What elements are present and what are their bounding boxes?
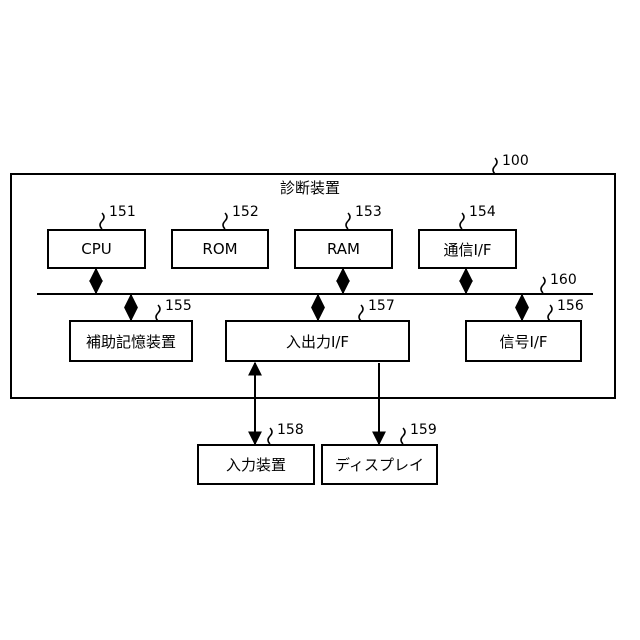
rom-label: ROM	[202, 240, 237, 258]
input-device-label: 入力装置	[226, 454, 286, 475]
leader-155	[156, 305, 160, 321]
comm-if-label: 通信I/F	[443, 239, 491, 260]
aux-storage-label: 補助記憶装置	[86, 331, 176, 352]
rom-block: ROM	[171, 229, 269, 269]
leader-156	[548, 305, 552, 321]
display-label: ディスプレイ	[335, 454, 424, 475]
ref-160: 160	[550, 272, 577, 288]
ref-154: 154	[469, 204, 496, 220]
display-block: ディスプレイ	[321, 444, 438, 485]
cpu-label: CPU	[81, 240, 112, 258]
io-if-block: 入出力I/F	[225, 320, 410, 362]
aux-storage-block: 補助記憶装置	[69, 320, 193, 362]
ref-158: 158	[277, 422, 304, 438]
input-device-block: 入力装置	[197, 444, 315, 485]
leader-151	[100, 213, 104, 229]
cpu-block: CPU	[47, 229, 146, 269]
ref-157: 157	[368, 298, 395, 314]
ref-159: 159	[410, 422, 437, 438]
leader-160	[541, 277, 545, 293]
io-if-label: 入出力I/F	[286, 331, 349, 352]
ref-152: 152	[232, 204, 259, 220]
ref-100: 100	[502, 153, 529, 169]
ram-label: RAM	[327, 240, 360, 258]
leader-159	[401, 428, 405, 444]
leader-152	[223, 213, 227, 229]
leader-158	[268, 428, 272, 444]
comm-if-block: 通信I/F	[418, 229, 517, 269]
leader-153	[346, 213, 350, 229]
leader-100	[493, 158, 497, 174]
ref-156: 156	[557, 298, 584, 314]
ref-155: 155	[165, 298, 192, 314]
leader-154	[460, 213, 464, 229]
ref-153: 153	[355, 204, 382, 220]
leader-157	[359, 305, 363, 321]
device-title: 診断装置	[280, 177, 340, 198]
ram-block: RAM	[294, 229, 393, 269]
signal-if-block: 信号I/F	[465, 320, 582, 362]
ref-151: 151	[109, 204, 136, 220]
signal-if-label: 信号I/F	[499, 331, 547, 352]
device-frame	[11, 174, 615, 398]
